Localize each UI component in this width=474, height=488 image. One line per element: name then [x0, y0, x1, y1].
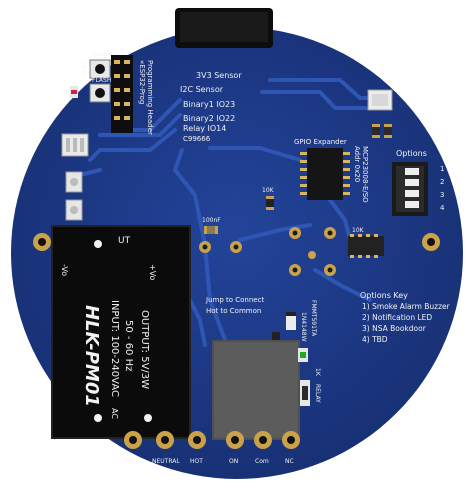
- module-output-text: OUTPUT: 5V/3W: [139, 310, 150, 389]
- options-key-item-3: 3) NSA Bookdoor: [362, 324, 427, 333]
- binary2-label: Binary2 IO22: [183, 114, 235, 123]
- option-number-1: 1: [440, 165, 444, 173]
- relay-label: RELAY: [314, 384, 321, 403]
- terminal-label-com: Com: [255, 458, 269, 465]
- sensor-connector-left: [61, 133, 89, 157]
- mounting-holes: [33, 233, 440, 251]
- res-10k-a-label: 10K: [262, 187, 275, 194]
- sensor-connector-right: [367, 89, 393, 111]
- k-label: 1K: [314, 368, 321, 377]
- terminal-pads: [124, 431, 300, 449]
- module-freq-text: 50 - 60 Hz: [123, 320, 134, 371]
- options-key-title: Options Key: [360, 291, 408, 300]
- jump-note-1: Jump to Connect: [205, 296, 264, 304]
- part-number-label: C99666: [183, 135, 211, 143]
- option-number-4: 4: [440, 204, 445, 212]
- options-dip-switch[interactable]: [392, 162, 428, 216]
- led-label: LED: [80, 62, 87, 74]
- module-pin-dot-2: [94, 414, 102, 422]
- smd-resistor-a: [372, 124, 380, 138]
- options-key-item-4: 4) TBD: [362, 335, 388, 344]
- module-ul-mark: UT: [118, 236, 131, 246]
- programming-header: «ESP32-Prog Programming Header: [111, 55, 154, 135]
- top-connector-inner: [180, 12, 268, 42]
- smd-resistor-b: [384, 124, 392, 138]
- diode-label: 1N4148W: [300, 312, 307, 342]
- terminal-label-nc: NC: [285, 458, 294, 465]
- addr-label-1: Addr 0x20: [353, 146, 361, 182]
- options-label: Options: [396, 149, 427, 158]
- reset-label: RESET: [92, 53, 112, 60]
- reset-button[interactable]: [89, 59, 111, 79]
- module-pin-minus: -Vo: [60, 264, 69, 276]
- relay-resistor-1k: [300, 380, 310, 406]
- sensor-3v3-label: 3V3 Sensor: [196, 71, 242, 80]
- cap-100nf: [204, 226, 218, 234]
- gpio-expander-label: GPIO Expander: [294, 138, 347, 146]
- option-number-2: 2: [440, 178, 444, 186]
- addr-label-2: MCP23008-E/SO: [361, 146, 369, 203]
- module-pin-dot-3: [144, 414, 152, 422]
- cap-100nf-label: 100nF: [202, 217, 221, 224]
- options-key-item-2: 2) Notification LED: [362, 313, 432, 322]
- terminal-label-sw: SW: [124, 458, 134, 465]
- module-input-text: INPUT: 100-240VAC: [109, 300, 120, 397]
- res-10k-a: [266, 196, 274, 210]
- binary1-label: Binary1 IO23: [183, 100, 235, 109]
- module-brand: HLK-PM01: [81, 305, 102, 407]
- i2c-sensor-label: I2C Sensor: [180, 85, 224, 94]
- prog-header-label-2: Programming Header: [146, 60, 154, 135]
- relay-io-label: Relay IO14: [183, 124, 226, 133]
- led-component: [70, 86, 78, 98]
- flash-button[interactable]: [89, 83, 111, 103]
- hlk-pm01-module: [51, 225, 191, 439]
- connector-binary2: [65, 199, 83, 221]
- module-pin-ac: AC: [110, 408, 119, 419]
- res-network-10k: [348, 234, 384, 258]
- gpio-expander-chip: [300, 148, 350, 200]
- relay-component: [212, 340, 300, 440]
- flash-label: FLASH: [92, 77, 111, 84]
- module-pin-dot-1: [94, 240, 102, 248]
- terminal-label-on: ON: [229, 458, 238, 465]
- terminal-label-hot: HOT: [190, 458, 203, 465]
- options-key-item-1: 1) Smoke Alarm Buzzer: [362, 302, 451, 311]
- relay-led: [298, 348, 308, 362]
- diode-1n4148w: [286, 312, 296, 330]
- prog-header-label-1: «ESP32-Prog: [138, 60, 146, 104]
- res-10k-b-label: 10K: [352, 227, 365, 234]
- jump-note-2: Hot to Common: [206, 307, 261, 315]
- module-pin-plus: +Vo: [148, 264, 157, 281]
- fmmt-label: FMMT591TA: [310, 300, 317, 337]
- traces: [68, 78, 382, 347]
- connector-binary1: [65, 171, 83, 193]
- terminal-label-neutral: NEUTRAL: [152, 458, 180, 465]
- option-number-3: 3: [440, 191, 444, 199]
